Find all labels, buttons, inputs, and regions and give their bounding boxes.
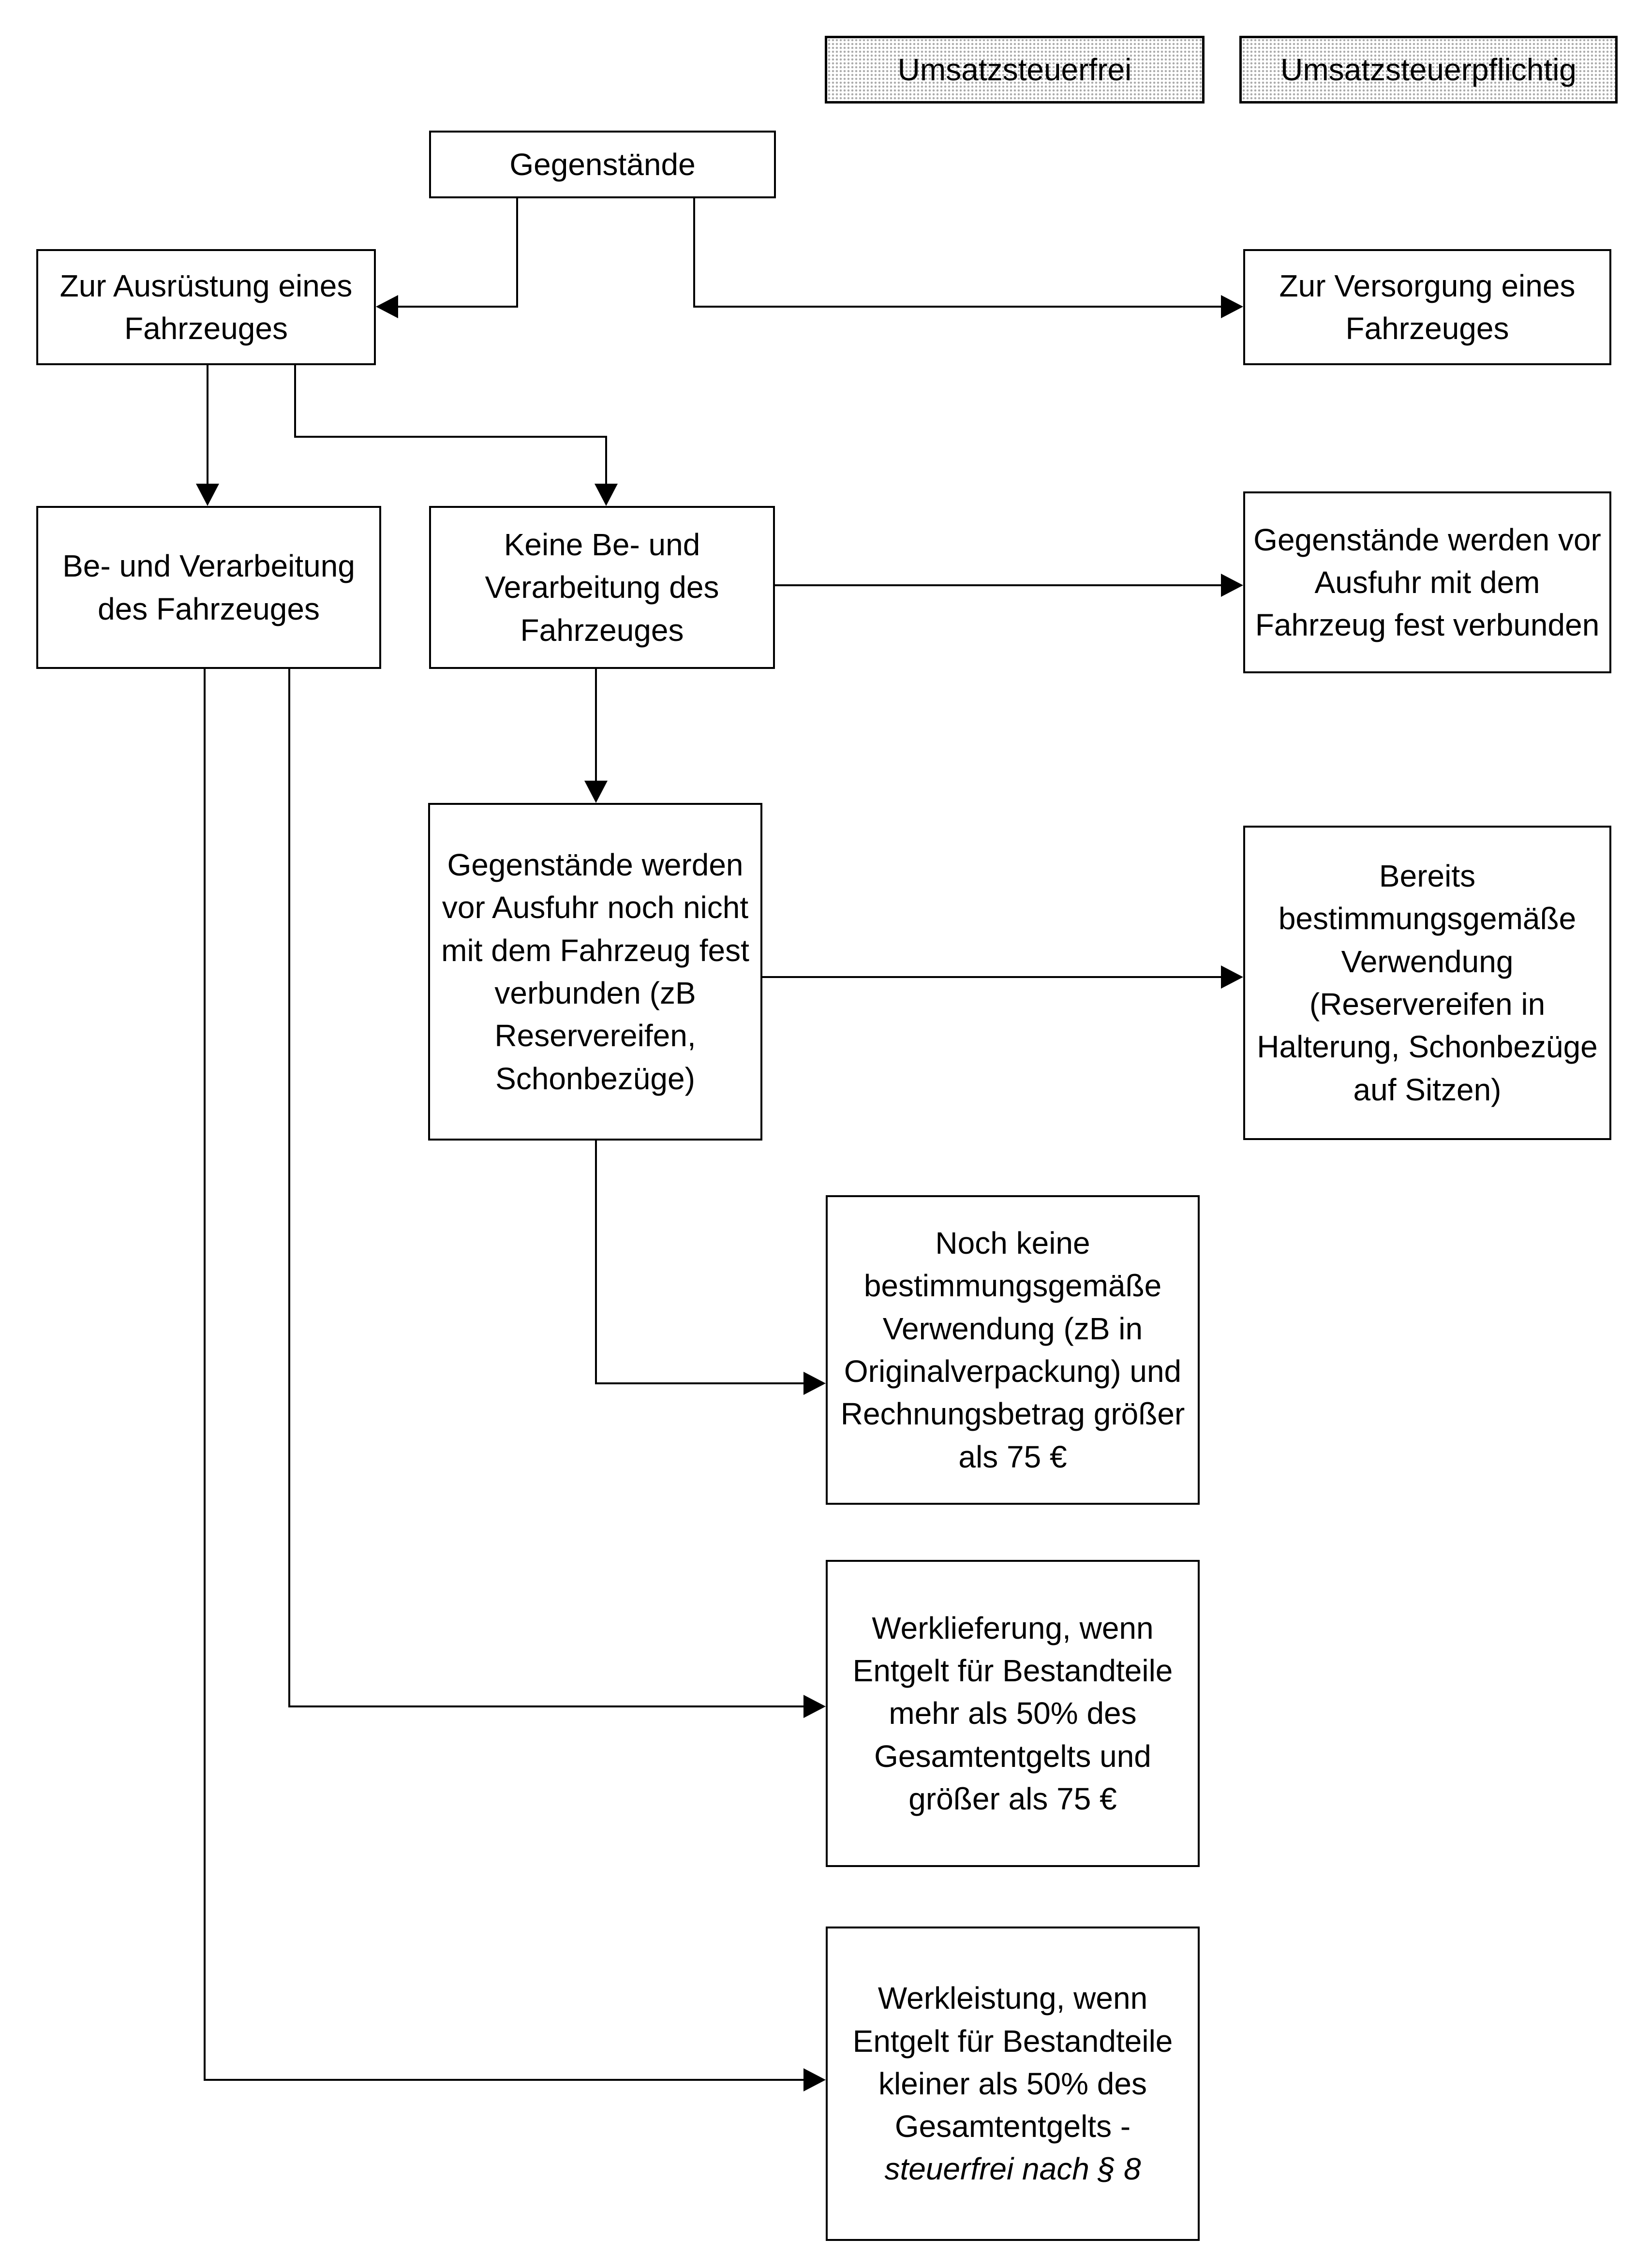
column-header-umsatzsteuerpflichtig-text: Umsatzsteuerpflichtig xyxy=(1280,52,1577,87)
node-keine-be-und-verarbeitung-label: Keine Be- und Verarbeitung des Fahrzeuge… xyxy=(485,527,719,648)
column-header-umsatzsteuerfrei-text: Umsatzsteuerfrei xyxy=(897,52,1132,87)
node-noch-keine-verwendung: Noch keine bestimmungsgemäße Verwendung … xyxy=(826,1195,1200,1505)
node-be-und-verarbeitung-label: Be- und Verarbeitung des Fahrzeuges xyxy=(62,548,355,626)
arrowhead-into-ausruestung xyxy=(376,295,398,318)
node-werkleistung-label-italic: steuerfrei nach § 8 xyxy=(884,2151,1141,2187)
node-noch-keine-verwendung-label: Noch keine bestimmungsgemäße Verwendung … xyxy=(840,1226,1185,1474)
node-werklieferung-label: Werklieferung, wenn Entgelt für Bestandt… xyxy=(852,1610,1173,1816)
connector-ausruestung-keinebe-horizontal xyxy=(294,436,607,438)
arrowhead-into-festverbunden xyxy=(1221,574,1243,597)
connector-nochnicht-bereits-horizontal xyxy=(762,976,1222,978)
column-header-umsatzsteuerpflichtig: Umsatzsteuerpflichtig xyxy=(1239,36,1618,104)
arrowhead-into-versorgung xyxy=(1221,295,1243,318)
node-zur-versorgung: Zur Versorgung eines Fahrzeuges xyxy=(1243,249,1611,365)
node-zur-versorgung-label: Zur Versorgung eines Fahrzeuges xyxy=(1279,268,1576,346)
connector-ausruestung-keinebe-vertical-1 xyxy=(294,365,296,438)
connector-beund-werklieferung-vertical xyxy=(288,669,290,1707)
node-werkleistung: Werkleistung, wenn Entgelt für Bestandte… xyxy=(826,1927,1200,2241)
node-keine-be-und-verarbeitung: Keine Be- und Verarbeitung des Fahrzeuge… xyxy=(429,506,775,669)
node-fest-verbunden: Gegenstände werden vor Ausfuhr mit dem F… xyxy=(1243,491,1611,673)
node-bereits-verwendung-label: Bereits bestimmungsgemäße Verwendung (Re… xyxy=(1257,859,1598,1107)
connector-ausruestung-keinebe-vertical-2 xyxy=(605,436,607,486)
arrowhead-into-beund xyxy=(196,484,219,506)
arrowhead-into-keinebe xyxy=(595,484,618,506)
node-gegenstaende: Gegenstände xyxy=(429,131,776,198)
node-noch-nicht-fest-verbunden-label: Gegenstände werden vor Ausfuhr noch nich… xyxy=(441,847,749,1096)
node-werkleistung-label-main: Werkleistung, wenn Entgelt für Bestandte… xyxy=(852,1981,1173,2144)
column-header-umsatzsteuerfrei: Umsatzsteuerfrei xyxy=(825,36,1205,104)
connector-beund-werklieferung-horizontal xyxy=(288,1705,804,1707)
connector-nochnicht-nochkeine-horizontal xyxy=(595,1382,804,1384)
connector-keinebe-nochnicht-vertical xyxy=(595,669,597,782)
connector-gegenstaende-ausruestung-vertical xyxy=(516,198,518,308)
connector-beund-werkleistung-horizontal xyxy=(204,2079,804,2081)
node-fest-verbunden-label: Gegenstände werden vor Ausfuhr mit dem F… xyxy=(1253,522,1601,643)
arrowhead-into-bereits xyxy=(1221,965,1243,989)
node-bereits-verwendung: Bereits bestimmungsgemäße Verwendung (Re… xyxy=(1243,826,1611,1140)
connector-gegenstaende-versorgung-horizontal xyxy=(694,306,1222,308)
node-be-und-verarbeitung: Be- und Verarbeitung des Fahrzeuges xyxy=(36,506,381,669)
node-werklieferung: Werklieferung, wenn Entgelt für Bestandt… xyxy=(826,1560,1200,1867)
connector-nochnicht-nochkeine-vertical xyxy=(595,1141,597,1384)
connector-gegenstaende-versorgung-vertical xyxy=(693,198,695,308)
arrowhead-into-nochnicht xyxy=(584,781,608,803)
arrowhead-into-werklieferung xyxy=(803,1695,826,1718)
node-zur-ausruestung-label: Zur Ausrüstung eines Fahrzeuges xyxy=(59,268,353,346)
arrowhead-into-werkleistung xyxy=(803,2068,826,2091)
node-werkleistung-label: Werkleistung, wenn Entgelt für Bestandte… xyxy=(835,1977,1190,2191)
connector-gegenstaende-ausruestung-horizontal xyxy=(396,306,518,308)
connector-ausruestung-beund-vertical xyxy=(207,365,208,486)
connector-keinebe-festverbunden-horizontal xyxy=(775,584,1222,586)
node-noch-nicht-fest-verbunden: Gegenstände werden vor Ausfuhr noch nich… xyxy=(428,803,762,1141)
node-gegenstaende-label: Gegenstände xyxy=(509,147,696,182)
connector-beund-werkleistung-vertical xyxy=(204,669,206,2081)
arrowhead-into-nochkeine xyxy=(803,1372,826,1395)
node-zur-ausruestung: Zur Ausrüstung eines Fahrzeuges xyxy=(36,249,376,365)
